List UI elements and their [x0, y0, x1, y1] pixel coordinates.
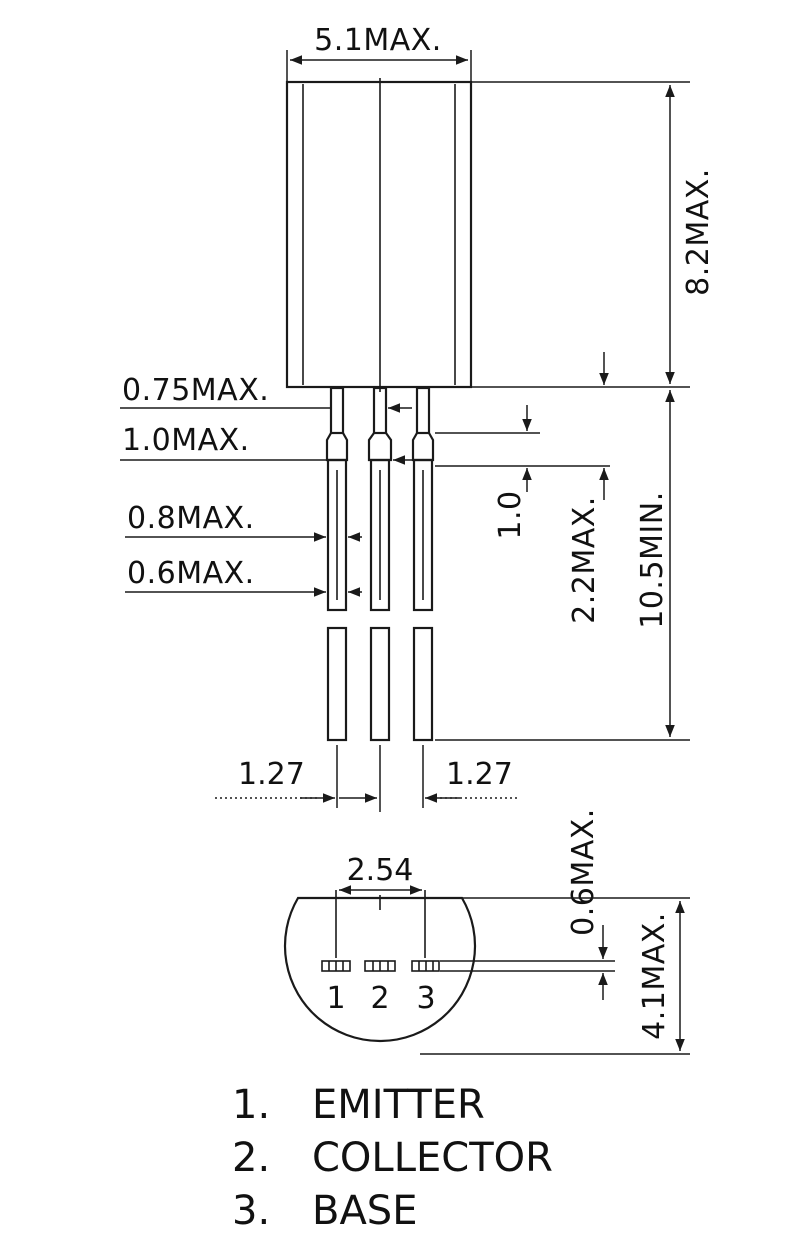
transistor-body	[285, 78, 473, 392]
bottom-depth-dimension: 4.1MAX.	[420, 897, 690, 1055]
legend-num-1: 1.	[232, 1082, 270, 1128]
pitch-left-label: 1.27	[238, 757, 305, 792]
legend-name-3: BASE	[312, 1188, 417, 1234]
pin-numbers: 1 2 3	[326, 981, 435, 1016]
lead-top-width-label: 0.75MAX.	[122, 373, 269, 408]
pin-number-2: 2	[370, 981, 389, 1016]
pin-number-1: 1	[326, 981, 345, 1016]
pitch-right-label: 1.27	[446, 757, 513, 792]
legend-num-3: 3.	[232, 1188, 270, 1234]
shoulder-region-label: 2.2MAX.	[567, 496, 602, 624]
body-height-dimension: 8.2MAX.	[471, 81, 716, 388]
pitch-dimension: 1.27 1.27	[215, 745, 520, 812]
lead-shoulder-width-dimension: 1.0MAX.	[120, 423, 412, 465]
lead-top-width-dimension: 0.75MAX.	[120, 373, 412, 413]
lead-thickness-dimension: 0.6MAX.	[125, 556, 362, 597]
lead-width-dimension: 0.8MAX.	[125, 501, 362, 542]
pin-legend: 1. EMITTER 2. COLLECTOR 3. BASE	[232, 1082, 553, 1234]
bottom-pitch-dimension: 2.54	[339, 853, 422, 895]
bottom-depth-label: 4.1MAX.	[637, 912, 672, 1040]
pin-number-3: 3	[416, 981, 435, 1016]
body-width-dimension: 5.1MAX.	[286, 23, 472, 82]
shoulder-length-dimension: 1.0	[435, 405, 610, 540]
shoulder-length-label: 1.0	[493, 490, 528, 539]
leads	[325, 386, 435, 742]
shoulder-region-dimension: 2.2MAX.	[567, 352, 609, 624]
lead-width-label: 0.8MAX.	[127, 501, 255, 536]
bottom-lead-thickness-label: 0.6MAX.	[566, 808, 601, 936]
legend-num-2: 2.	[232, 1135, 270, 1181]
lead-1	[325, 386, 349, 742]
body-height-label: 8.2MAX.	[681, 168, 716, 296]
bottom-lead-thickness-dimension: 0.6MAX.	[440, 808, 615, 1000]
lead-shoulder-width-label: 1.0MAX.	[122, 423, 250, 458]
bottom-view	[283, 890, 477, 1043]
bottom-pitch-label: 2.54	[347, 853, 414, 888]
legend-name-2: COLLECTOR	[312, 1135, 553, 1181]
lead-2	[367, 386, 393, 742]
lead-thickness-label: 0.6MAX.	[127, 556, 255, 591]
lead-3	[411, 386, 435, 742]
legend-name-1: EMITTER	[312, 1082, 485, 1128]
lead-length-dimension: 10.5MIN.	[435, 390, 690, 741]
body-width-label: 5.1MAX.	[314, 23, 442, 58]
lead-length-label: 10.5MIN.	[635, 491, 670, 629]
